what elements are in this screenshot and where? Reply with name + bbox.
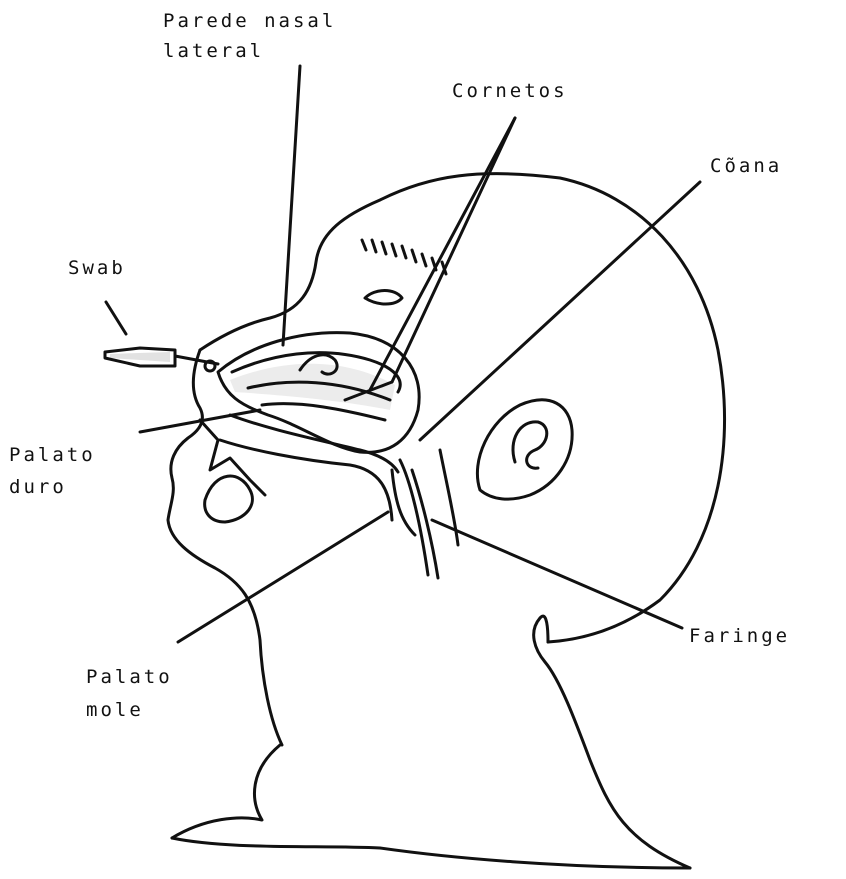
tongue	[205, 476, 253, 522]
leader-swab	[106, 302, 126, 334]
eye	[365, 291, 402, 305]
hard-palate	[230, 415, 398, 472]
label-faringe: Faringe	[689, 625, 790, 647]
leader-palato-mole	[178, 512, 388, 642]
head-outline	[200, 174, 725, 642]
ear-inner	[513, 422, 547, 468]
leader-coana	[420, 182, 700, 440]
soft-palate	[392, 470, 415, 535]
nasal-cavity-shading	[230, 364, 395, 410]
label-parede-line1: Parede nasal	[163, 10, 336, 32]
nostril	[205, 361, 215, 371]
leader-faringe	[432, 520, 682, 628]
label-cornetos: Cornetos	[452, 80, 568, 102]
label-coana: Cõana	[710, 155, 782, 177]
upper-jaw-mark	[200, 420, 265, 495]
label-palato-mole-line1: Palato	[86, 666, 173, 688]
label-swab: Swab	[68, 257, 126, 279]
label-parede-line2: lateral	[163, 40, 264, 62]
front-neck-line	[172, 745, 280, 838]
leader-cornetos-1	[370, 118, 515, 390]
label-palato-mole-line2: mole	[86, 699, 144, 721]
label-palato-duro-line1: Palato	[9, 444, 96, 466]
ear-outer	[477, 400, 572, 499]
shoulder-line	[172, 838, 690, 868]
leader-cornetos-2	[392, 118, 515, 382]
turbinate-lower	[262, 404, 385, 420]
face-profile	[168, 350, 282, 745]
label-palato-duro-line2: duro	[9, 476, 67, 498]
neck-back-line	[534, 616, 690, 868]
